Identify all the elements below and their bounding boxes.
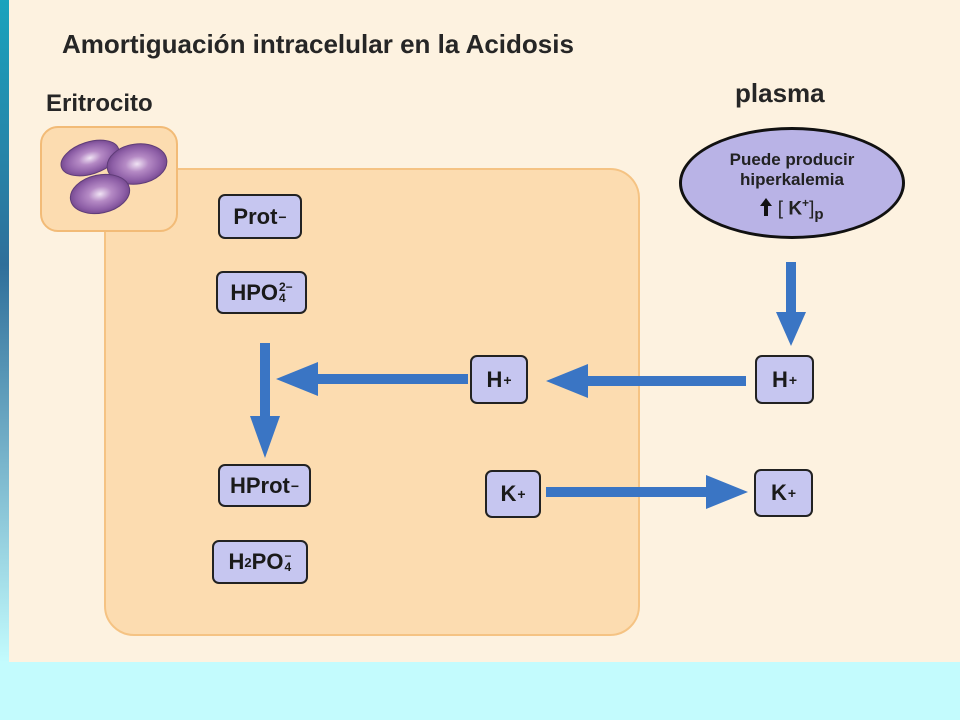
plasma-k-ion-box: K+ [754,469,813,517]
plasma-note-ellipse: Puede producir hiperkalemia [ K+]p [679,127,905,239]
plasma-note-line1: Puede producir [729,150,855,169]
buffer-down-arrow [250,343,280,458]
hprot-box: HProt− [218,464,311,507]
plasma-potassium-increase: [ K+]p [682,190,902,228]
diagram-title: Amortiguación intracelular en la Acidosi… [62,29,574,59]
up-arrow-icon [760,198,773,217]
plasma-k-charge: + [802,196,810,210]
left-edge-gradient [0,0,9,662]
cell-k-to-plasma-k-arrow [546,475,748,509]
plasma-note-line2: hiperkalemia [740,170,844,189]
erythrocyte-label: Eritrocito [46,90,153,117]
plasma-h-ion-box: H+ [755,355,814,404]
plasma-k-subscript: p [814,206,824,224]
cell-h-ion-box: H+ [470,355,528,404]
erythrocyte-icon-box [40,126,178,232]
cell-k-ion-box: K+ [485,470,541,518]
prot-anion-box: Prot− [218,194,302,239]
red-blood-cells-icon [60,139,168,215]
cell-h-to-buffer-arrow [276,362,468,396]
erythrocyte-compartment [104,168,640,636]
plasma-h-to-cell-h-arrow [546,364,746,398]
plasma-k-symbol: K [788,198,803,220]
hpo4-anion-box: HPO 2− 4 [216,271,307,314]
plasma-label: plasma [735,78,825,108]
plasma-to-h-down-arrow [776,262,806,346]
